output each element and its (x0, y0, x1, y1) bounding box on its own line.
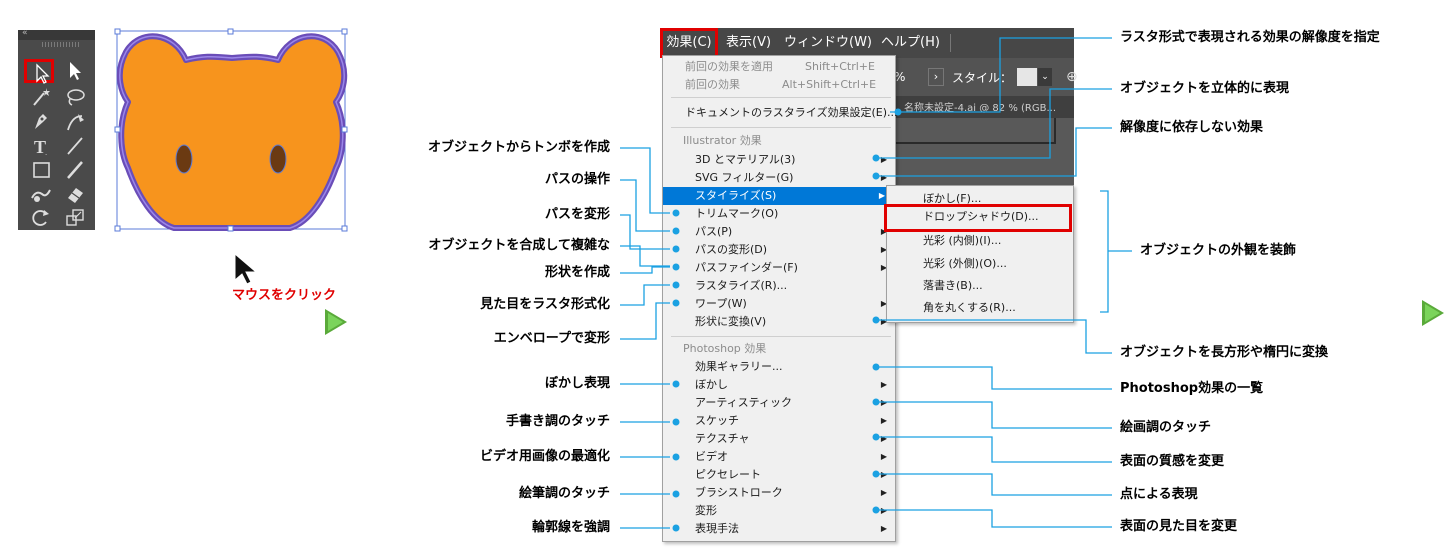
svg-text:T: T (34, 137, 46, 157)
panel-header[interactable]: « (18, 28, 95, 40)
menu-item-path[interactable]: パス(P)▶ (695, 225, 887, 238)
next-arrow-icon[interactable] (325, 309, 347, 335)
callout-doc-raster: ラスタ形式で表現される効果の解像度を指定 (1120, 30, 1380, 45)
callout-path-ops: パスの操作 (544, 172, 610, 187)
menu-bar: 効果(C) 表示(V) ウィンドウ(W) ヘルプ(H) (660, 28, 1074, 58)
document-area (892, 118, 1074, 188)
menu-item-last-effect: 前回の効果 Alt+Shift+Ctrl+E (685, 78, 877, 91)
chevron-down-icon[interactable]: ⌄ (1038, 68, 1052, 86)
callout-stylize-ps: 輪郭線を強調 (531, 520, 610, 535)
callout-brush-strokes: 絵筆調のタッチ (518, 486, 610, 501)
submenu-item-outer-glow[interactable]: 光彩 (外側)(O)... (923, 257, 1007, 270)
callout-stylize: オブジェクトの外観を装飾 (1140, 243, 1297, 258)
callout-warp: エンベロープで変形 (493, 331, 610, 346)
menu-item-blur[interactable]: ぼかし▶ (695, 378, 887, 391)
menu-help[interactable]: ヘルプ(H) (881, 35, 940, 50)
menu-item-svg-filters[interactable]: SVG フィルター(G)▶ (695, 171, 887, 184)
callout-3d: オブジェクトを立体的に表現 (1120, 81, 1290, 96)
menu-item-sketch[interactable]: スケッチ▶ (695, 414, 887, 427)
menu-item-effect-gallery[interactable]: 効果ギャラリー... (695, 360, 783, 373)
menu-item-brush-strokes[interactable]: ブラシストローク▶ (695, 486, 887, 499)
callout-texture: 表面の質感を変更 (1120, 454, 1225, 469)
grip-handle[interactable] (42, 42, 80, 47)
control-bar: % › スタイル： ⌄ ⊕ (892, 58, 1078, 96)
callout-path-transform: パスを変形 (544, 207, 610, 222)
menu-item-artistic[interactable]: アーティスティック▶ (695, 396, 887, 409)
menu-item-pixelate[interactable]: ピクセレート▶ (695, 468, 887, 481)
next-arrow-icon[interactable] (1422, 300, 1444, 326)
eraser-icon[interactable] (60, 182, 90, 206)
style-label: スタイル： (952, 71, 1013, 85)
callout-pathfinder-line2: 形状を作成 (544, 265, 610, 280)
rotate-icon[interactable] (26, 206, 56, 230)
mouse-cursor-icon (234, 252, 258, 285)
section-illustrator-effects: Illustrator 効果 (683, 134, 762, 147)
submenu-item-inner-glow[interactable]: 光彩 (内側)(I)... (923, 234, 1002, 247)
shaper-icon[interactable] (26, 182, 56, 206)
lasso-icon[interactable] (60, 85, 90, 109)
menu-item-distort[interactable]: 変形▶ (695, 504, 887, 517)
menu-view[interactable]: 表示(V) (726, 35, 772, 50)
document-tab-row: 名称未設定-4.ai @ 82 % (RGB... (892, 96, 1074, 118)
menu-effect[interactable]: 効果(C) (660, 28, 718, 58)
menu-item-video[interactable]: ビデオ▶ (695, 450, 887, 463)
menu-item-crop-marks[interactable]: トリムマーク(O) (695, 207, 779, 220)
document-tab[interactable]: 名称未設定-4.ai @ 82 % (RGB... (904, 103, 1056, 114)
tools-panel: « T. (18, 28, 95, 230)
effects-menu: 前回の効果を適用 Shift+Ctrl+E 前回の効果 Alt+Shift+Ct… (662, 55, 898, 542)
bear-eye-left (175, 144, 193, 174)
submenu-item-scribble[interactable]: 落書き(B)... (923, 279, 983, 292)
callout-blur: ぼかし表現 (544, 376, 610, 391)
menu-item-stylize-ps[interactable]: 表現手法▶ (695, 522, 887, 535)
callout-artistic: 絵画調のタッチ (1120, 420, 1212, 435)
callout-crop-marks: オブジェクトからトンボを作成 (427, 140, 610, 155)
style-swatch[interactable] (1017, 68, 1037, 86)
curvature-icon[interactable] (60, 110, 90, 134)
globe-icon[interactable]: ⊕ (1066, 69, 1078, 85)
menu-item-pathfinder[interactable]: パスファインダー(F)▶ (695, 261, 887, 274)
menu-item-distort-transform[interactable]: パスの変形(D)▶ (695, 243, 887, 256)
collapse-icon[interactable]: « (22, 28, 28, 38)
click-instruction: マウスをクリック (232, 288, 337, 303)
pencil-icon[interactable] (60, 158, 90, 182)
chevron-right-icon[interactable]: › (928, 68, 944, 86)
menu-item-document-raster-settings[interactable]: ドキュメントのラスタライズ効果設定(E)... (685, 106, 898, 119)
callout-pathfinder-line1: オブジェクトを合成して複雑な (428, 238, 610, 253)
direct-selection-tool-icon[interactable] (60, 59, 90, 83)
line-icon[interactable] (60, 134, 90, 158)
callout-pixelate: 点による表現 (1120, 487, 1198, 502)
section-photoshop-effects: Photoshop 効果 (683, 342, 767, 355)
type-icon[interactable]: T. (26, 134, 56, 158)
bear-artwork[interactable] (112, 24, 352, 236)
callout-effect-gallery: Photoshop効果の一覧 (1120, 381, 1264, 396)
submenu-item-feather[interactable]: ぼかし(F)... (923, 192, 982, 205)
menu-item-texture[interactable]: テクスチャ▶ (695, 432, 887, 445)
callout-svg-filters: 解像度に依存しない効果 (1120, 120, 1264, 135)
bear-eye-right (269, 144, 287, 174)
submenu-item-round-corners[interactable]: 角を丸くする(R)... (923, 301, 1016, 314)
menu-item-warp[interactable]: ワープ(W)▶ (695, 297, 887, 310)
selection-tool-icon[interactable] (24, 59, 54, 84)
callout-distort: 表面の見た目を変更 (1120, 519, 1238, 534)
pen-icon[interactable] (26, 110, 56, 134)
menu-item-rasterize[interactable]: ラスタライズ(R)... (695, 279, 788, 292)
menu-item-3d-materials[interactable]: 3D とマテリアル(3)▶ (695, 153, 887, 166)
rectangle-icon[interactable] (26, 158, 56, 182)
callout-convert-shape: オブジェクトを長方形や楕円に変換 (1120, 345, 1329, 360)
magic-wand-icon[interactable] (26, 85, 56, 109)
callout-video: ビデオ用画像の最適化 (479, 449, 610, 464)
drop-shadow-highlight-box (884, 204, 1072, 232)
app-background: % › スタイル： ⌄ ⊕ 名称未設定-4.ai @ 82 % (RGB... (892, 58, 1078, 188)
submenu-item-drop-shadow[interactable]: ドロップシャドウ(D)... (923, 210, 1039, 223)
callout-sketch: 手書き調のタッチ (505, 414, 610, 429)
stylize-submenu: ぼかし(F)... ドロップシャドウ(D)... 光彩 (内側)(I)... 光… (886, 185, 1074, 323)
menu-item-convert-to-shape[interactable]: 形状に変換(V)▶ (695, 315, 887, 328)
callout-rasterize: 見た目をラスタ形式化 (480, 297, 610, 312)
scale-icon[interactable] (60, 206, 90, 230)
menu-window[interactable]: ウィンドウ(W) (784, 35, 872, 50)
menu-item-apply-last-effect: 前回の効果を適用 Shift+Ctrl+E (685, 60, 875, 73)
svg-text:.: . (45, 149, 47, 157)
menu-item-stylize[interactable]: スタイライズ(S)▶ (663, 187, 893, 205)
